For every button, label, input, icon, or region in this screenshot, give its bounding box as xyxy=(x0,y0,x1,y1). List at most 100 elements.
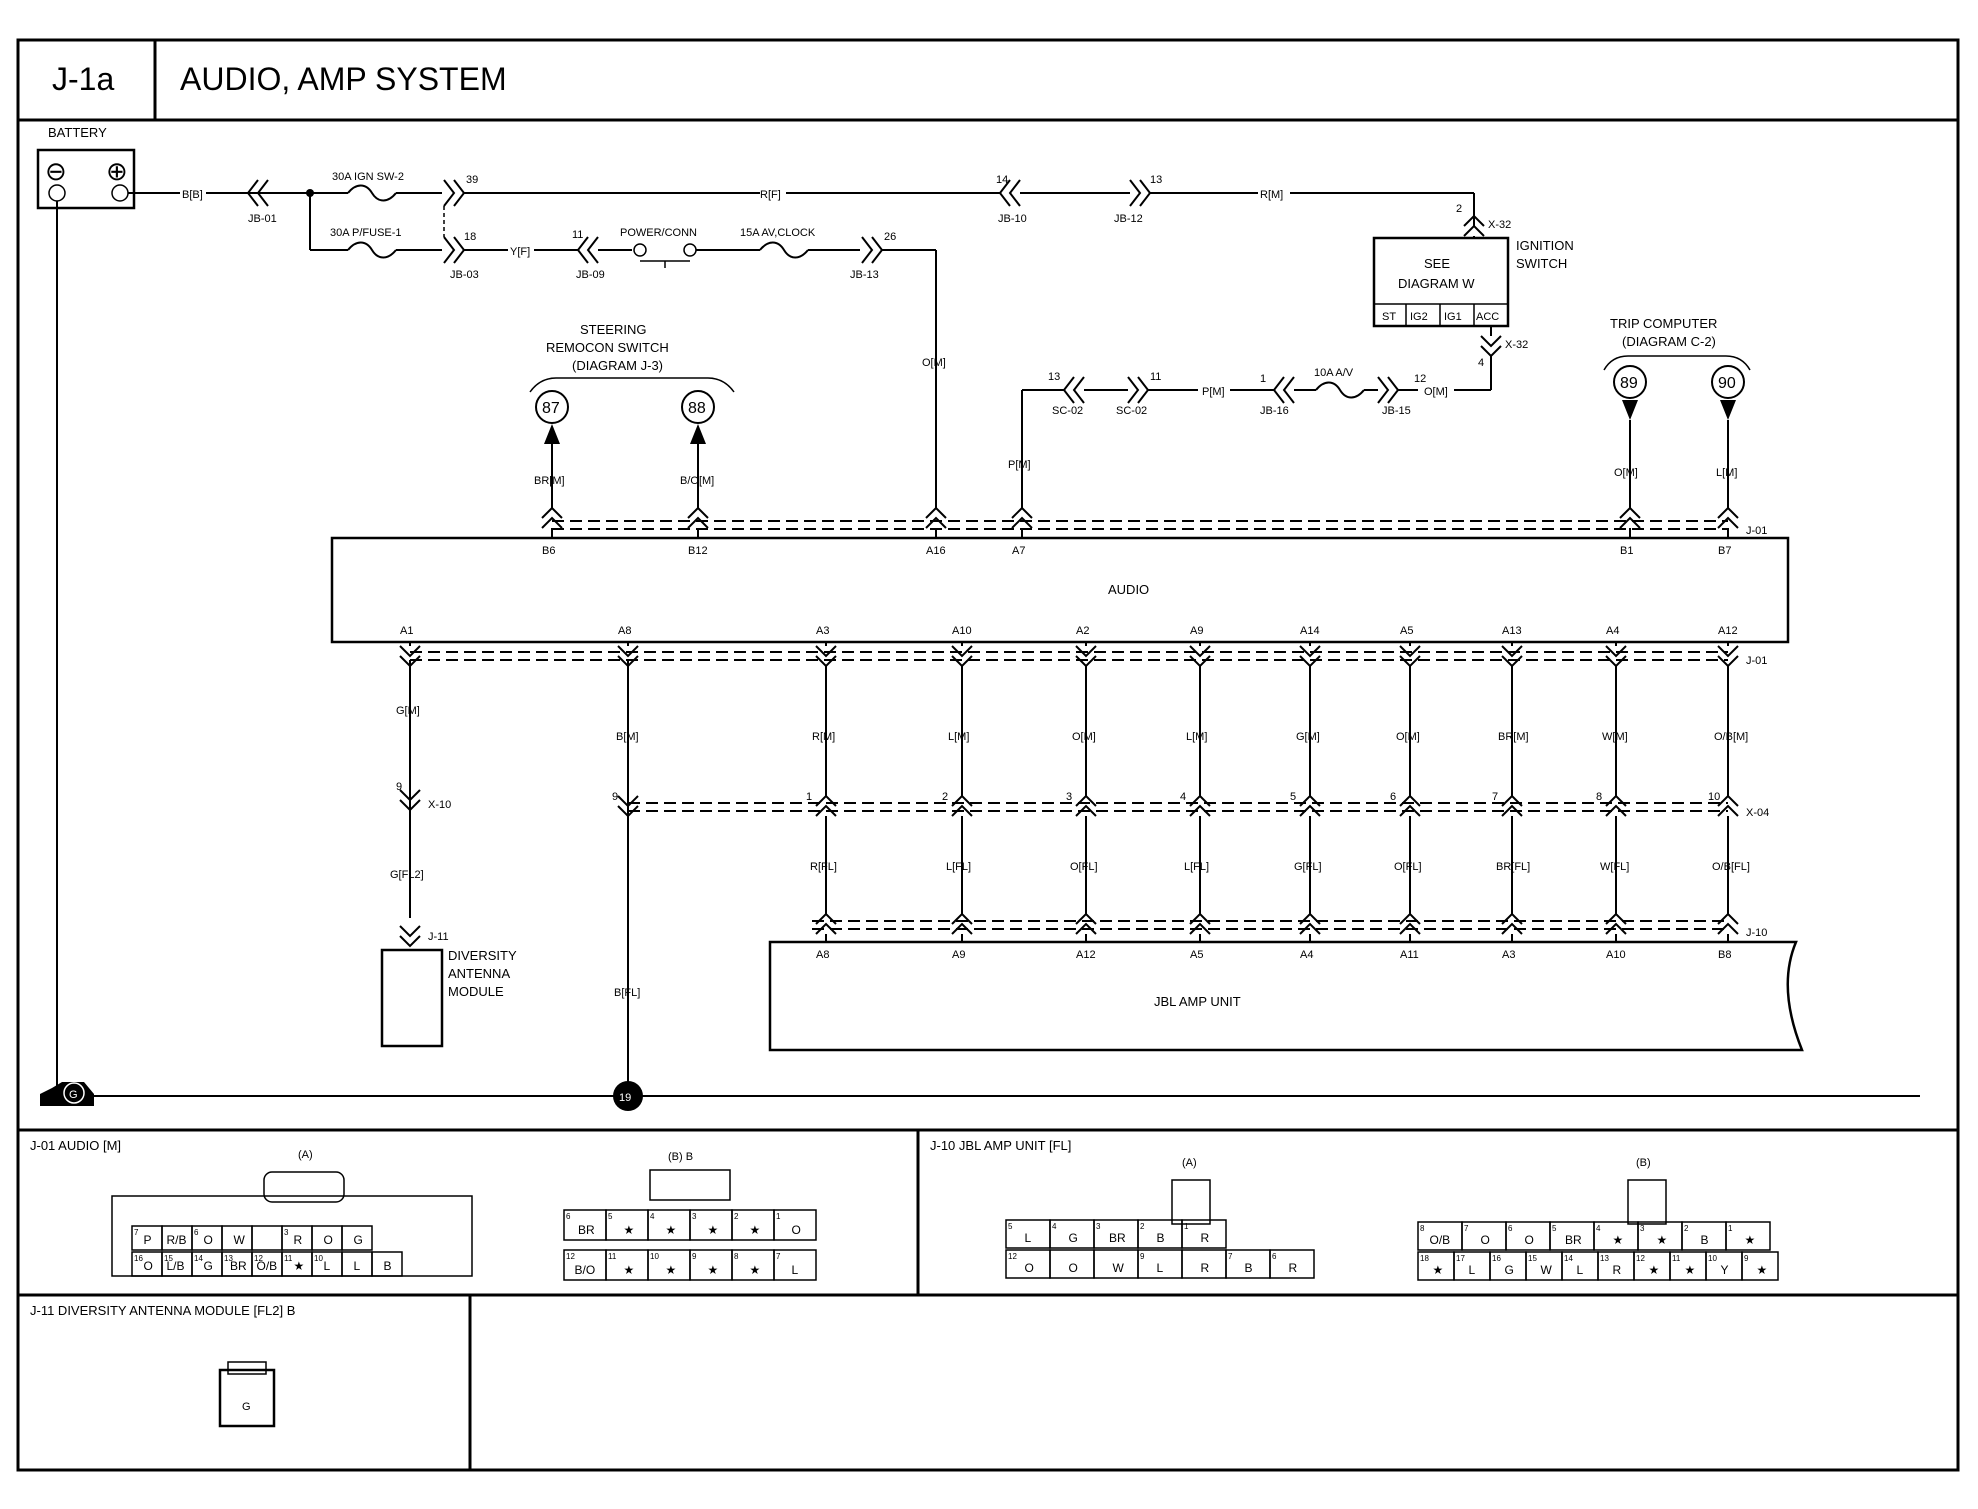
jb03-label: JB-03 xyxy=(450,269,479,281)
channel-wire-m: BR[M] xyxy=(1498,731,1529,743)
j01-connector-title: J-01 AUDIO [M] xyxy=(30,1138,121,1153)
j10-b-row2-cell-label: W xyxy=(1541,1263,1553,1277)
pin-39: 39 xyxy=(466,174,478,186)
j10-a-row1-cell-num: 5 xyxy=(1008,1222,1013,1231)
trip-wire-2: L[M] xyxy=(1716,467,1737,479)
j11-label: J-11 xyxy=(428,931,449,943)
jbl-amp-label: JBL AMP UNIT xyxy=(1154,994,1241,1009)
j01-a-row2-cell-label: L xyxy=(324,1259,331,1273)
trip-ref-89 xyxy=(1613,365,1647,399)
ignition-diagram-ref: DIAGRAM W xyxy=(1398,276,1475,291)
j10-a-row2-cell-label: R xyxy=(1201,1261,1210,1275)
audio-bottom-pin-a9: A9 xyxy=(1190,625,1203,637)
j10-b-row2-cell-num: 11 xyxy=(1672,1254,1681,1263)
wire-bb: B[B] xyxy=(182,189,203,201)
channel-wire-m: R[M] xyxy=(812,731,835,743)
j01-a-row1-cell-label: O xyxy=(324,1233,333,1247)
j10-b-row2-cell-label: L xyxy=(1469,1263,1476,1277)
j10-b-row1-cell-num: 6 xyxy=(1508,1224,1513,1233)
pin-26: 26 xyxy=(884,231,896,243)
audio-top-pin-b12: B12 xyxy=(688,545,708,557)
j01-a-row2-cell-label: O xyxy=(144,1259,153,1273)
av-wire-om: O[M] xyxy=(1424,386,1448,398)
audio-bottom-connector-a10 xyxy=(951,645,973,668)
j01-a-row2-cell-num: 15 xyxy=(164,1254,173,1263)
audio-bottom-pin-a5: A5 xyxy=(1400,625,1413,637)
audio-bottom-pin-a14: A14 xyxy=(1300,625,1320,637)
x04-connector-10 xyxy=(1717,794,1739,817)
x04-connector-8 xyxy=(1605,794,1627,817)
wire-om-a16: O[M] xyxy=(922,357,946,369)
x04-connector-2 xyxy=(951,794,973,817)
j01-b-row2-cell-num: 9 xyxy=(692,1252,697,1261)
x04-pin-1: 1 xyxy=(806,791,812,803)
j01-b-row1-cell-num: 6 xyxy=(566,1212,571,1221)
audio-top-connector-a16 xyxy=(925,506,947,529)
j01-a-row1-cell xyxy=(251,1225,283,1251)
j11-pin: G xyxy=(242,1401,251,1413)
j01-a-row2-cell-label: O/B xyxy=(257,1259,278,1273)
j10-b-row2-cell-label: G xyxy=(1505,1263,1514,1277)
fuse-ign-label: 30A IGN SW-2 xyxy=(332,171,404,183)
j01-a-row1-cell xyxy=(341,1225,373,1251)
sc02-label-b: SC-02 xyxy=(1116,405,1147,417)
jbl-amp-pin-a12: A12 xyxy=(1076,949,1096,961)
sc02-label-a: SC-02 xyxy=(1052,405,1083,417)
jbl-amp-box xyxy=(768,940,1804,1052)
audio-top-pin-b6: B6 xyxy=(542,545,555,557)
trip-ref-90 xyxy=(1711,365,1745,399)
j10-connector-a8 xyxy=(815,912,837,935)
j10-a-row1-cell-label: R xyxy=(1201,1231,1210,1245)
j10-a-row1-cell xyxy=(1181,1219,1227,1249)
j10-b-row2-cell-num: 17 xyxy=(1456,1254,1465,1263)
trip-title-2: (DIAGRAM C-2) xyxy=(1622,334,1716,349)
j10-connector-a5 xyxy=(1189,912,1211,935)
j01-a-row2-cell-num: 16 xyxy=(134,1254,143,1263)
j11-face xyxy=(218,1368,276,1428)
j01-b-row1-cell-label: ★ xyxy=(750,1223,761,1237)
fuse-av10-icon xyxy=(1315,381,1365,399)
jb10-label: JB-10 xyxy=(998,213,1027,225)
j01-a-row1-cell-label: G xyxy=(354,1233,363,1247)
channel-wire-fl: O/B[FL] xyxy=(1712,861,1750,873)
x04-connector-5 xyxy=(1299,794,1321,817)
x04-connector-1 xyxy=(815,794,837,817)
jb12-label: JB-12 xyxy=(1114,213,1143,225)
av-wire-pm2: P[M] xyxy=(1008,459,1031,471)
j10-a-latch xyxy=(1171,1179,1211,1225)
x04-connector-6 xyxy=(1399,794,1421,817)
audio-bottom-pin-a12: A12 xyxy=(1718,625,1738,637)
channel-wire-m: O/B[M] xyxy=(1714,731,1748,743)
x04-pin-7: 7 xyxy=(1492,791,1498,803)
j01-b-row2-cell-num: 7 xyxy=(776,1252,781,1261)
channel-wire-m: O[M] xyxy=(1072,731,1096,743)
diversity-antenna-box xyxy=(380,948,444,1048)
antenna-wire-gfl2: G[FL2] xyxy=(390,869,424,881)
j01-a-row1-cell-num: 6 xyxy=(194,1228,199,1237)
steering-bracket xyxy=(529,377,735,393)
j01-a-row2-cell-num: 10 xyxy=(314,1254,323,1263)
j10-b-row2-cell-num: 18 xyxy=(1420,1254,1429,1263)
j01-b-row2-cell-label: ★ xyxy=(708,1263,719,1277)
ground-wire-bm: B[M] xyxy=(616,731,639,743)
j10-b-row1-cell-num: 4 xyxy=(1596,1224,1601,1233)
x04-pin-2: 2 xyxy=(942,791,948,803)
audio-top-pin-a16: A16 xyxy=(926,545,946,557)
sc02-connector-11 xyxy=(1127,376,1150,404)
j01-b-latch xyxy=(649,1169,731,1201)
j01-a-latch xyxy=(263,1171,345,1203)
j10-connector-a11 xyxy=(1399,912,1421,935)
pin-11: 11 xyxy=(572,229,583,241)
jbl-amp-pin-a3: A3 xyxy=(1502,949,1515,961)
j10-b-row1-cell-num: 3 xyxy=(1640,1224,1645,1233)
j01-b-row2-cell-label: L xyxy=(792,1263,799,1277)
j10-connector-a12 xyxy=(1075,912,1097,935)
j10-b-row2-cell-num: 13 xyxy=(1600,1254,1609,1263)
fuse-ign-icon xyxy=(347,184,397,202)
steering-title-3: (DIAGRAM J-3) xyxy=(572,358,663,373)
j10-a-row1-cell-label: L xyxy=(1025,1231,1032,1245)
j11-latch xyxy=(227,1361,267,1375)
j10-a-row2-cell-num: 6 xyxy=(1272,1252,1277,1261)
